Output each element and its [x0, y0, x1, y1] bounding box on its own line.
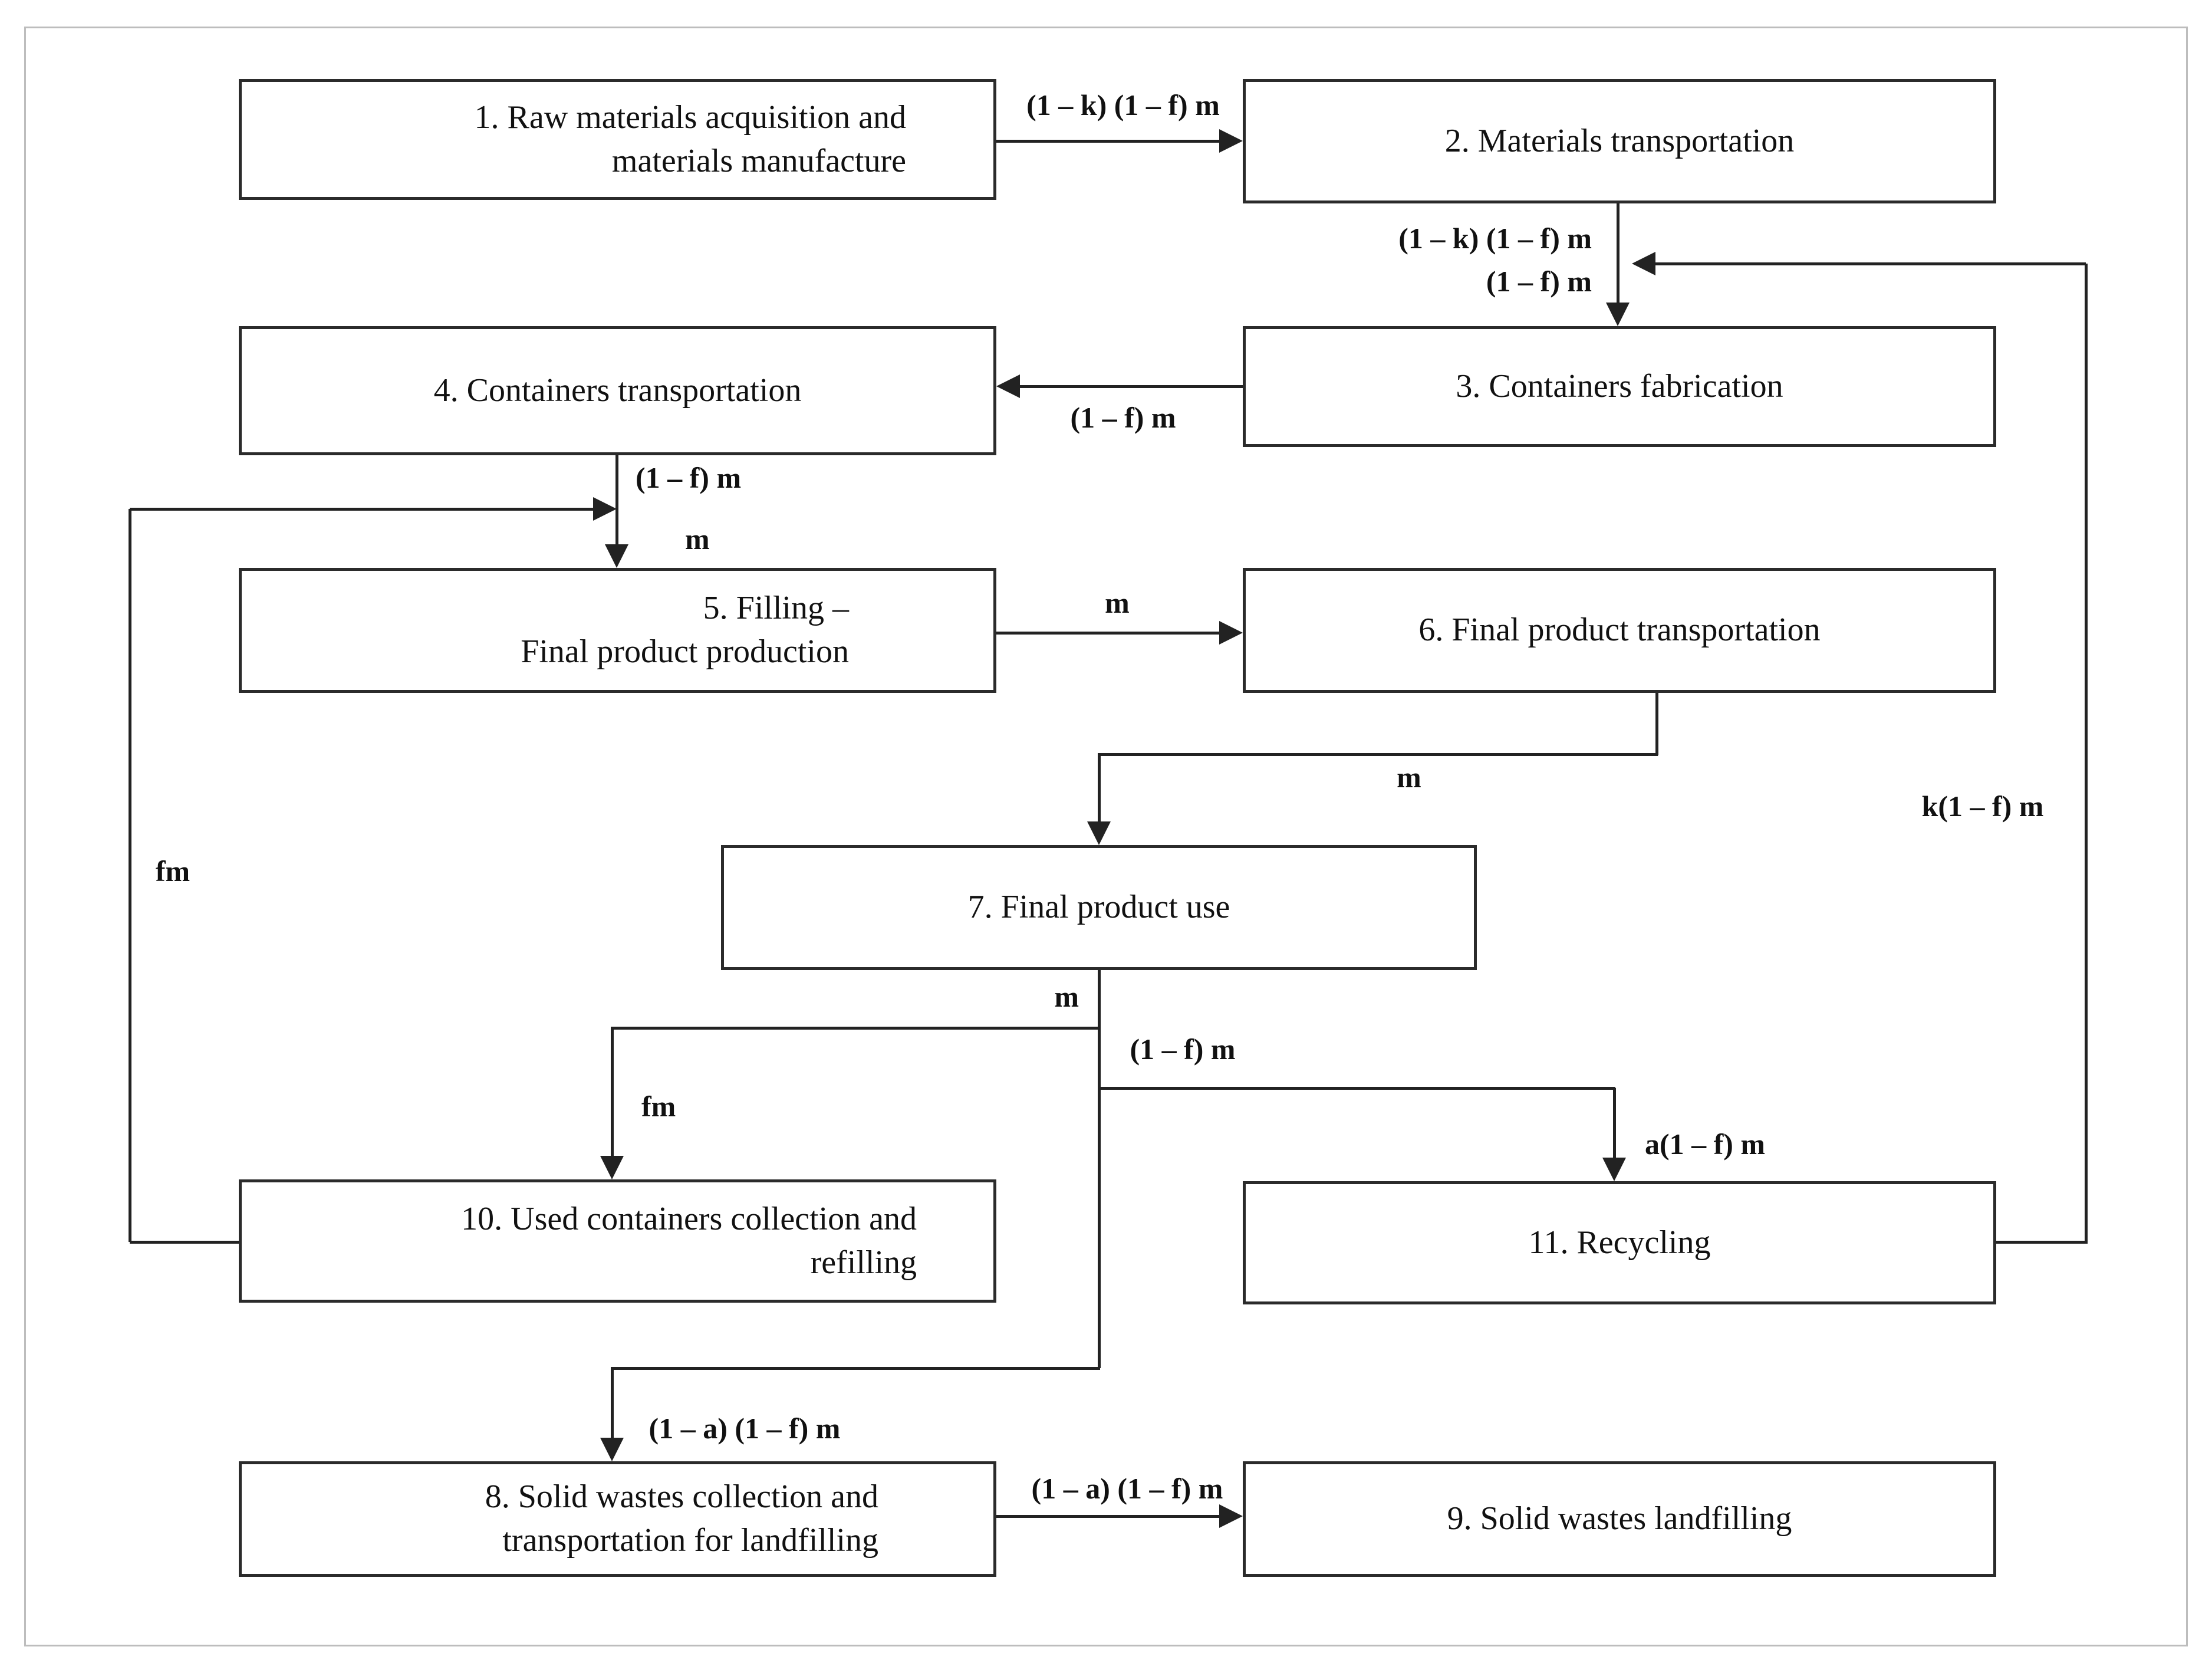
edge-recycle-from-11-line — [1996, 1241, 2088, 1244]
node-final-product-transportation: 6. Final product transportation — [1243, 568, 1996, 693]
flow-label-recycle-return: k(1 – f) m — [1921, 790, 2044, 823]
edge-recycle-riser-line — [2085, 264, 2088, 1242]
flow-label-5-to-6: m — [1105, 586, 1130, 619]
node-label: materials manufacture — [611, 142, 906, 179]
node-raw-materials: 1. Raw materials acquisition and materia… — [239, 79, 996, 200]
flow-label-to-10: fm — [641, 1090, 676, 1123]
flow-label-to-11: a(1 – f) m — [1644, 1128, 1766, 1161]
edge-5-to-6-arrowhead-icon — [1219, 621, 1243, 645]
edge-6-to-7-horizontal-line — [1098, 753, 1658, 756]
node-label: 1. Raw materials acquisition and — [474, 98, 906, 136]
edge-1-to-2-arrowhead-icon — [1219, 129, 1243, 153]
edge-7-to-8-drop-line — [611, 1368, 614, 1439]
edge-fm-from-10-line — [130, 1241, 239, 1244]
node-filling: 5. Filling – Final product production — [239, 568, 996, 693]
edge-4-to-5-line — [615, 455, 618, 545]
node-label: 6. Final product transportation — [1418, 612, 1821, 649]
node-label: 2. Materials transportation — [1444, 122, 1795, 159]
node-recycling: 11. Recycling — [1243, 1181, 1996, 1304]
flow-label-1-to-2: (1 – k) (1 – f) m — [1026, 88, 1220, 121]
edge-7-trunk-line — [1098, 970, 1101, 1368]
node-label: 8. Solid wastes collection and — [485, 1478, 878, 1516]
edge-fm-riser-line — [129, 509, 131, 1242]
node-label: 3. Containers fabrication — [1456, 367, 1783, 405]
edge-7-to-11-horizontal-line — [1098, 1087, 1615, 1090]
edge-7-to-10-drop-line — [611, 1028, 614, 1157]
edge-6-to-7-arrowhead-icon — [1087, 821, 1111, 845]
flow-label-8-to-9: (1 – a) (1 – f) m — [1031, 1472, 1223, 1505]
edge-1-to-2-line — [996, 140, 1220, 143]
edge-3-to-4-line — [1019, 385, 1243, 388]
edge-6-down-line — [1655, 693, 1658, 755]
edge-8-to-9-line — [996, 1515, 1220, 1518]
node-label: 11. Recycling — [1528, 1224, 1711, 1261]
edge-7-to-10-arrowhead-icon — [600, 1156, 624, 1179]
edge-fm-join-arrowhead-icon — [593, 497, 617, 521]
node-label: 5. Filling – — [703, 590, 849, 627]
node-solid-wastes-landfilling: 9. Solid wastes landfilling — [1243, 1461, 1996, 1577]
node-label: transportation for landfilling — [502, 1522, 878, 1559]
edge-8-to-9-arrowhead-icon — [1219, 1504, 1243, 1528]
flow-label-into-5: m — [685, 522, 710, 556]
node-label: Final product production — [521, 633, 849, 670]
node-containers-transportation: 4. Containers transportation — [239, 326, 996, 455]
edge-6-to-7-drop-line — [1098, 754, 1101, 823]
edge-4-to-5-arrowhead-icon — [605, 544, 628, 568]
edge-fm-join-line — [130, 508, 594, 511]
edge-5-to-6-line — [996, 632, 1220, 635]
node-label: 9. Solid wastes landfilling — [1447, 1500, 1792, 1537]
flow-label-7-output: m — [1054, 980, 1079, 1013]
flow-label-3-to-4: (1 – f) m — [1070, 401, 1176, 434]
node-label: 4. Containers transportation — [433, 372, 802, 409]
node-solid-wastes-collection: 8. Solid wastes collection and transport… — [239, 1461, 996, 1577]
edge-7-to-11-drop-line — [1613, 1088, 1616, 1159]
edge-7-to-10-horizontal-line — [611, 1027, 1100, 1030]
flow-label-refill-return: fm — [155, 854, 190, 888]
edge-recycle-return-line — [1654, 262, 2086, 265]
flow-label-4-down: (1 – f) m — [636, 461, 742, 494]
diagram-border — [24, 27, 2188, 1646]
flow-label-non-refilled: (1 – f) m — [1130, 1033, 1236, 1066]
node-label: 7. Final product use — [967, 889, 1230, 926]
flow-label-into-3-total: (1 – f) m — [1486, 265, 1592, 298]
node-label: refilling — [810, 1244, 917, 1281]
edge-2-to-3-line — [1617, 203, 1620, 304]
edge-recycle-return-arrowhead-icon — [1632, 252, 1655, 275]
flow-label-to-8: (1 – a) (1 – f) m — [649, 1412, 841, 1445]
node-label: 10. Used containers collection and — [461, 1200, 917, 1237]
edge-3-to-4-arrowhead-icon — [996, 374, 1020, 398]
node-final-product-use: 7. Final product use — [721, 845, 1477, 970]
flow-label-into-3-virgin: (1 – k) (1 – f) m — [1398, 222, 1592, 255]
node-used-containers-refilling: 10. Used containers collection and refil… — [239, 1179, 996, 1303]
node-containers-fabrication: 3. Containers fabrication — [1243, 326, 1996, 447]
edge-7-to-8-horizontal-line — [611, 1367, 1100, 1370]
edge-2-to-3-arrowhead-icon — [1606, 303, 1630, 326]
node-materials-transportation: 2. Materials transportation — [1243, 79, 1996, 203]
flow-label-6-to-7: m — [1397, 761, 1421, 794]
edge-7-to-8-arrowhead-icon — [600, 1438, 624, 1461]
edge-7-to-11-arrowhead-icon — [1602, 1158, 1626, 1181]
